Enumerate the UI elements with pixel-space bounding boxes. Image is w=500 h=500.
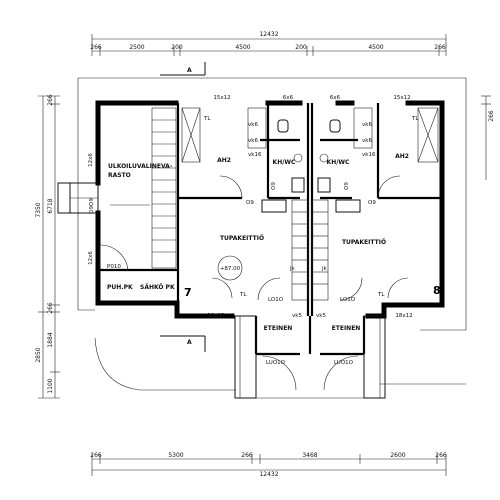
dim-bottom-seg: 5300 [168,452,183,459]
room-label-ah-left: AH2 [217,157,231,164]
tag-door: O9 [344,182,350,190]
tag-door: LUO1O [334,360,354,366]
room-label-storage: ULKOILUVALINEVA- RASTO [108,163,174,179]
tag-door: LO1O [340,297,356,303]
entry-vestibules [234,315,386,399]
tag-window: 12x6 [88,153,94,167]
room-label-eteinen-left: ETEINEN [264,325,293,332]
level-marker: +87.00 [217,255,243,281]
section-label-top: A [187,67,192,74]
section-label-bottom: A [187,339,192,346]
tag-tl: TL [411,116,419,122]
dim-top-seg: 4500 [235,44,250,51]
bottom-dimensions: 266 5300 266 3468 2600 266 12432 [90,452,447,478]
roof-outline [77,77,467,391]
room-label-tupa-left: TUPAKEITTIÖ [220,235,264,242]
room-label-kh-right: KH/WC [327,159,350,166]
section-markers: A A [160,62,206,352]
unit-number-right: 8 [433,284,441,297]
room-label-kh-left: KH/WC [273,159,296,166]
central-stairs [291,199,329,301]
tag-vk: vk6 [362,122,372,128]
tag-window: 6x6 [330,95,341,101]
dim-top-seg: 4500 [368,44,383,51]
element-tags: 15x12 6x6 6x6 15x12 18x12 18x12 12x6 12x… [88,95,419,366]
tag-window: 15x12 [213,95,230,101]
room-label-storage-line: RASTO [108,172,131,179]
tag-door: O9 [271,182,277,190]
left-entrance [57,182,99,214]
dim-bottom-seg: 266 [241,452,253,459]
room-label-puh: PUH.PK [107,284,133,291]
unit-numbers: 7 8 [184,284,441,299]
tag-vk: vk6 [248,138,258,144]
tag-tl: TL [203,116,211,122]
exterior-walls [95,100,445,319]
dim-bottom-total: 12432 [259,471,278,478]
tag-window: 15x12 [393,95,410,101]
dim-left-inner: 1884 [47,332,54,347]
tag-window: 12x6 [88,251,94,265]
dim-top-seg: 266 [434,44,446,51]
tag-window: 18x12 [395,313,412,319]
room-label-sahko: SÄHKÖ PK [140,284,175,291]
dim-top-seg: 200 [171,44,183,51]
dim-left-inner: 266 [47,94,54,106]
dim-top-total: 12432 [259,31,278,38]
tag-jk: jk [289,266,296,272]
room-label-ah-right: AH2 [395,153,409,160]
dim-top-seg: 2500 [129,44,144,51]
dim-left-inner: 1100 [47,378,54,393]
room-labels: ULKOILUVALINEVA- RASTO AH2 AH2 KH/WC KH/… [107,153,409,332]
tag-door: O9 [246,200,254,206]
left-dimensions: 7350 2850 266 6718 266 1884 1100 [35,94,60,399]
tag-door: LO1O [268,297,284,303]
level-text: +87.00 [220,266,241,272]
top-dimensions: 12432 266 2500 200 4500 200 4500 266 [90,31,447,56]
dim-top-seg: 200 [295,44,307,51]
wardrobes [181,107,439,163]
tag-tl: TL [239,292,247,298]
tag-vk: vk6 [362,138,372,144]
door-swings [99,175,409,391]
tag-door: LUO1O [266,360,286,366]
dim-top-seg: 266 [90,44,102,51]
tag-tl: TL [377,292,385,298]
dim-bottom-seg: 2600 [390,452,405,459]
dim-left-outer: 2850 [35,347,42,362]
tag-window: 6x6 [283,95,294,101]
tag-vk: vk16 [248,152,262,158]
dim-bottom-seg: 3468 [302,452,317,459]
room-label-eteinen-right: ETEINEN [332,325,361,332]
room-label-tupa-right: TUPAKEITTIÖ [342,239,386,246]
tag-door: O9 [368,200,376,206]
storage-stairs [110,107,177,269]
dim-right: 266 [488,110,495,122]
dim-left-inner: 266 [47,302,54,314]
dim-bottom-seg: 266 [90,452,102,459]
dim-left-outer: 7350 [35,202,42,217]
tag-vk: vk5 [292,313,302,319]
dim-left-inner: 6718 [47,198,54,213]
tag-jk: jk [321,266,328,272]
tag-vk: vk6 [248,122,258,128]
tag-door: O9O9 [89,198,95,214]
tag-vk: vk16 [362,152,376,158]
tag-door: P010 [107,264,121,270]
tag-window: 18x12 [207,313,224,319]
bathroom-fixtures [261,119,361,213]
room-label-storage-line: ULKOILUVALINEVA- [108,163,173,170]
right-dimensions: 266 [481,95,495,180]
unit-number-left: 7 [184,286,192,299]
dim-bottom-seg: 266 [435,452,447,459]
tag-vk: vk5 [316,313,326,319]
